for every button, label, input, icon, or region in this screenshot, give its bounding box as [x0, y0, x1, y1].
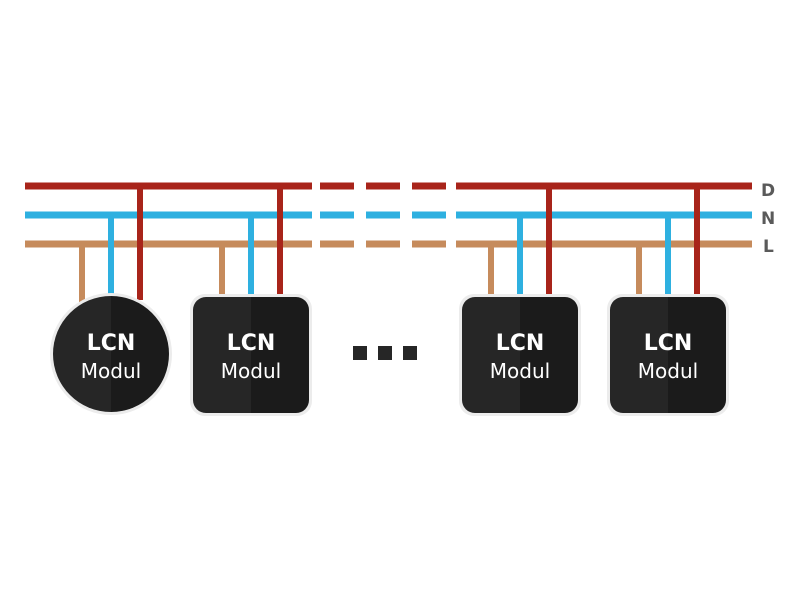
ellipsis-more-modules: [353, 346, 417, 360]
module-subtitle: Modul: [490, 359, 550, 383]
ellipsis-dot: [378, 346, 392, 360]
module-wires-3: [488, 186, 552, 300]
module-title: LCN: [644, 331, 693, 356]
module-title: LCN: [227, 331, 276, 356]
module-body-right: [668, 297, 726, 413]
module-wires-2: [219, 186, 283, 300]
bus-label-n: N: [761, 209, 775, 229]
bus-label-l: L: [763, 237, 774, 257]
module-subtitle: Modul: [638, 359, 698, 383]
module-subtitle: Modul: [221, 359, 281, 383]
module-body-right: [520, 297, 578, 413]
module-title: LCN: [496, 331, 545, 356]
module-title: LCN: [87, 331, 136, 356]
lcn-module-4: LCN Modul: [607, 294, 729, 416]
lcn-module-2: LCN Modul: [190, 294, 312, 416]
ellipsis-dot: [403, 346, 417, 360]
module-body-left: [610, 297, 668, 413]
lcn-module-3: LCN Modul: [459, 294, 581, 416]
bus-label-d: D: [761, 181, 775, 201]
ellipsis-dot: [353, 346, 367, 360]
module-body-left: [462, 297, 520, 413]
module-body-right: [251, 297, 309, 413]
module-subtitle: Modul: [81, 359, 141, 383]
module-body-left: [193, 297, 251, 413]
module-wires-4: [636, 186, 700, 300]
lcn-module-1: LCN Modul: [50, 293, 172, 415]
